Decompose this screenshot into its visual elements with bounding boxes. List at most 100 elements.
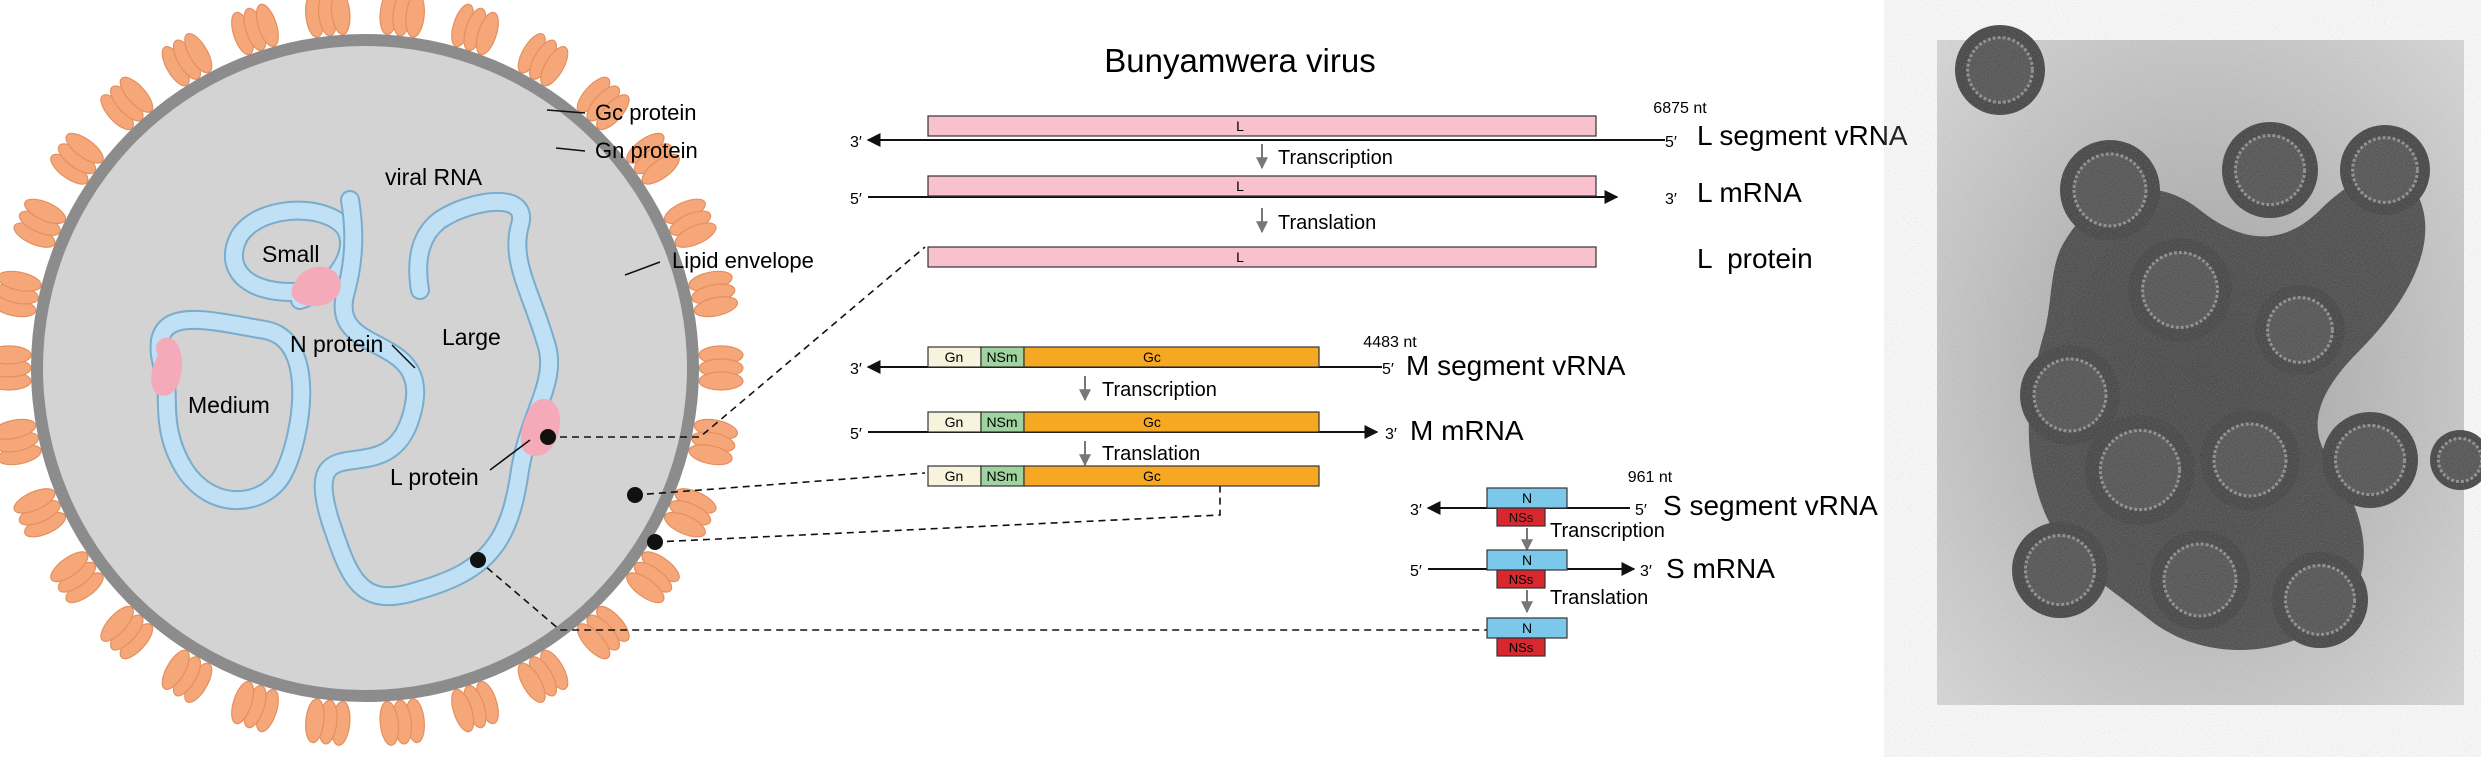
m-vrna-gc-label: Gc — [1143, 349, 1161, 365]
diagram-title: Bunyamwera virus — [1104, 42, 1375, 79]
m-vrna-gc — [1023, 346, 1320, 368]
l-mrna-gene-label: L — [1236, 178, 1244, 194]
s-vrna-n-label: N — [1522, 490, 1532, 506]
n-protein-label: N protein — [290, 331, 383, 357]
connector-m-glyco — [634, 472, 926, 496]
s-vrna-nss-label: NSs — [1509, 510, 1534, 525]
m-protein-gc-label: Gc — [1143, 468, 1161, 484]
m-vrna-nsm-label: NSm — [986, 349, 1017, 365]
gn-protein-label: Gn protein — [595, 138, 698, 163]
l-vrna-gene-label: L — [1236, 118, 1244, 134]
s-transcription-label: Transcription — [1550, 520, 1665, 542]
l-vrna-3prime: 3′ — [850, 134, 862, 151]
glycoprotein-spike — [379, 0, 425, 38]
l-segment-group: 6875 nt L 3′ 5′ L segment vRNA Transcrip… — [850, 100, 1908, 274]
m-mrna-5prime: 5′ — [850, 426, 862, 443]
glycoprotein-spike — [161, 33, 213, 87]
connector-s-n — [477, 559, 1487, 631]
m-mrna-genes: Gn NSm Gc — [927, 411, 1320, 433]
l-length: 6875 nt — [1653, 100, 1707, 117]
l-vrna-gene — [927, 115, 1597, 137]
l-vrna-label: L segment vRNA — [1697, 120, 1908, 151]
m-protein-nsm-label: NSm — [986, 468, 1017, 484]
connector-l-protein — [548, 246, 926, 438]
leader-lprotein — [489, 439, 531, 471]
large-rna-segment — [313, 190, 559, 607]
s-segment-group: 961 nt N NSs 3′ 5′ S segment vRNA Transc… — [1410, 469, 1878, 657]
glycoprotein-spike — [663, 488, 717, 538]
glycoprotein-spike — [688, 418, 739, 466]
electron-micrograph — [1937, 25, 2481, 705]
leader-gn — [555, 147, 586, 152]
l-mrna-3prime: 3′ — [1665, 191, 1677, 208]
m-mrna-nsm-label: NSm — [986, 414, 1017, 430]
m-transcription-label: Transcription — [1102, 379, 1217, 401]
m-mrna-3prime: 3′ — [1385, 426, 1397, 443]
large-segment-label: Large — [442, 324, 501, 350]
l-protein-virion-label: L protein — [390, 464, 479, 490]
l-protein-medium — [151, 337, 183, 396]
l-protein-bar-label: L — [1236, 249, 1244, 265]
glycoprotein-spike — [576, 605, 630, 660]
s-translation-label: Translation — [1550, 587, 1648, 609]
l-protein-label: L protein — [1697, 243, 1813, 274]
small-segment-label: Small — [262, 241, 320, 267]
leader-lipid — [624, 261, 661, 276]
m-vrna-genes: Gn NSm Gc — [927, 346, 1320, 368]
s-vrna-label: S segment vRNA — [1663, 490, 1878, 521]
m-mrna-gn-label: Gn — [945, 414, 964, 430]
virion-illustration: Gc protein Gn protein viral RNA Lipid en… — [0, 0, 814, 746]
glycoprotein-spike — [451, 3, 499, 56]
m-protein-gn-label: Gn — [945, 468, 964, 484]
lipid-envelope-label: Lipid envelope — [672, 248, 814, 273]
m-protein-gc — [1023, 465, 1320, 487]
glycoprotein-spike — [305, 0, 351, 38]
s-vrna-nss — [1496, 507, 1546, 527]
l-vrna-5prime: 5′ — [1665, 134, 1677, 151]
glycoprotein-spike — [0, 418, 42, 466]
m-vrna-5prime: 5′ — [1382, 361, 1394, 378]
l-transcription-label: Transcription — [1278, 147, 1393, 169]
micrograph-grain — [1937, 40, 2464, 705]
glycoprotein-spike — [161, 649, 213, 703]
m-vrna-gn-label: Gn — [945, 349, 964, 365]
glycoprotein-spike — [626, 551, 680, 604]
l-protein-bar — [927, 246, 1597, 268]
s-vrna-3prime: 3′ — [1410, 502, 1422, 519]
glycoprotein-spike — [698, 345, 744, 391]
medium-rna-segment — [149, 309, 312, 511]
l-mrna-5prime: 5′ — [850, 191, 862, 208]
glycoprotein-spike — [50, 551, 104, 604]
s-mrna-nss-label: NSs — [1509, 572, 1534, 587]
s-mrna-5prime: 5′ — [1410, 563, 1422, 580]
m-protein-genes: Gn NSm Gc — [927, 465, 1320, 487]
glycoprotein-spike — [688, 270, 739, 318]
s-protein-nss-label: NSs — [1509, 640, 1534, 655]
glycoprotein-spike — [517, 649, 569, 703]
s-protein-nss — [1496, 637, 1546, 657]
glycoprotein-spike — [0, 345, 32, 391]
glycoprotein-spike — [13, 488, 67, 538]
s-mrna-nss — [1496, 569, 1546, 589]
m-length: 4483 nt — [1363, 334, 1417, 351]
glycoprotein-spike — [517, 33, 569, 87]
glycoprotein-spike — [231, 3, 279, 56]
glycoprotein-spike — [50, 132, 104, 185]
glycoprotein-spikes — [0, 0, 744, 746]
viral-rna-label: viral RNA — [385, 164, 483, 190]
s-mrna-n-label: N — [1522, 552, 1532, 568]
s-mrna-label: S mRNA — [1666, 553, 1775, 584]
m-mrna-gc — [1023, 411, 1320, 433]
l-mrna-gene — [927, 175, 1597, 197]
m-vrna-3prime: 3′ — [850, 361, 862, 378]
dashed-connectors — [477, 246, 1487, 631]
m-segment-group: 4483 nt Gn NSm Gc 3′ 5′ M segment vRNA T… — [850, 334, 1626, 487]
glycoprotein-spike — [0, 270, 42, 318]
s-length: 961 nt — [1628, 469, 1673, 486]
l-protein-small — [291, 266, 341, 307]
glycoprotein-spike — [231, 680, 279, 733]
l-mrna-label: L mRNA — [1697, 177, 1802, 208]
m-translation-label: Translation — [1102, 443, 1200, 465]
glycoprotein-spike — [379, 698, 425, 746]
